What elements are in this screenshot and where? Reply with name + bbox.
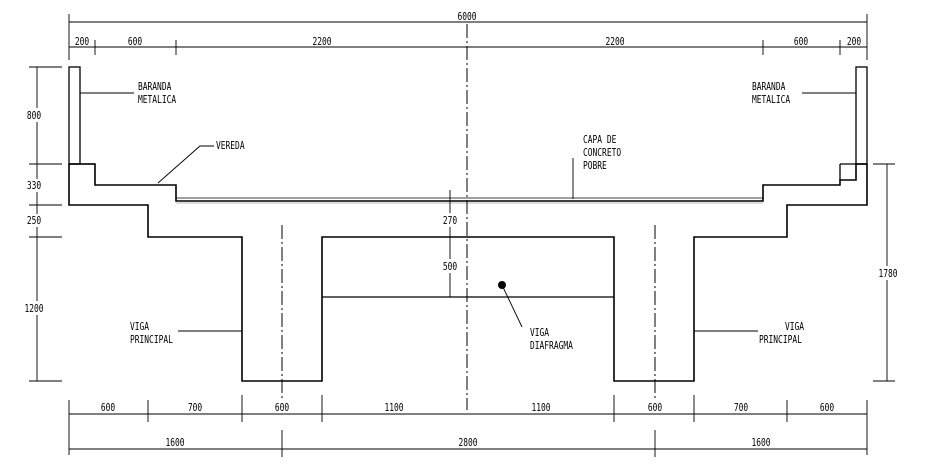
dim-inner-slab: 270 bbox=[443, 215, 457, 228]
label-capa-1: CAPA DE bbox=[583, 134, 617, 147]
leader-vereda bbox=[157, 145, 214, 184]
dim-top-3: 2200 bbox=[313, 36, 332, 49]
left-dimensions: 800 330 250 1200 bbox=[22, 66, 62, 382]
right-dimensions: 1780 bbox=[873, 163, 902, 382]
deck-and-beams-outline bbox=[68, 163, 868, 382]
label-diafragma-1: VIGA bbox=[530, 327, 549, 340]
dim-top-2: 600 bbox=[128, 36, 142, 49]
dim-left-slab: 250 bbox=[27, 215, 41, 228]
inner-dimensions: 270 500 bbox=[437, 190, 463, 298]
label-bg bbox=[874, 266, 902, 280]
label-bg bbox=[24, 214, 46, 227]
dim-top-5: 600 bbox=[794, 36, 808, 49]
label-bg bbox=[437, 213, 463, 227]
label-capa-3: POBRE bbox=[583, 160, 607, 173]
dim-right-total-height: 1780 bbox=[879, 268, 898, 281]
dim-inner-diaphragm: 500 bbox=[443, 261, 457, 274]
label-baranda-right-2: METALICA bbox=[752, 94, 790, 107]
label-bg bbox=[437, 259, 463, 273]
railing-right bbox=[855, 66, 868, 165]
section-outline bbox=[68, 66, 868, 382]
label-bg bbox=[24, 179, 46, 192]
dim-bottom2-3: 1600 bbox=[752, 437, 771, 450]
dim-bottom-2: 700 bbox=[188, 402, 202, 415]
label-bg bbox=[24, 108, 46, 122]
label-diafragma-2: DIAFRAGMA bbox=[530, 340, 573, 353]
label-viga-left-2: PRINCIPAL bbox=[130, 334, 173, 347]
dim-bottom-4: 1100 bbox=[385, 402, 404, 415]
dim-left-railing-height: 800 bbox=[27, 110, 41, 123]
dim-bottom-6: 600 bbox=[648, 402, 662, 415]
label-viga-right-2: PRINCIPAL bbox=[759, 334, 802, 347]
dim-top-1: 200 bbox=[75, 36, 89, 49]
label-viga-left-1: VIGA bbox=[130, 321, 149, 334]
dim-left-sidewalk: 330 bbox=[27, 180, 41, 193]
label-baranda-right-1: BARANDA bbox=[752, 81, 786, 94]
center-lines bbox=[281, 24, 656, 410]
label-viga-right-1: VIGA bbox=[785, 321, 804, 334]
dim-bottom2-2: 2800 bbox=[459, 437, 478, 450]
label-bg bbox=[22, 301, 48, 315]
dim-bottom-7: 700 bbox=[734, 402, 748, 415]
label-capa-2: CONCRETO bbox=[583, 147, 621, 160]
label-baranda-left-1: BARANDA bbox=[138, 81, 172, 94]
label-vereda: VEREDA bbox=[216, 140, 245, 153]
railing-left bbox=[68, 66, 81, 165]
dim-bottom-8: 600 bbox=[820, 402, 834, 415]
dim-top-6: 200 bbox=[847, 36, 861, 49]
dim-left-beam: 1200 bbox=[25, 303, 44, 316]
dim-overall-width: 6000 bbox=[458, 11, 477, 24]
bottom-dimensions-row1: 600 700 600 1100 1100 600 700 600 bbox=[68, 395, 868, 455]
top-dimensions: 6000 200 600 2200 2200 600 200 bbox=[68, 11, 868, 60]
label-baranda-left-2: METALICA bbox=[138, 94, 176, 107]
bottom-dimensions-row2: 1600 2800 1600 bbox=[69, 430, 867, 457]
annotations: BARANDA METALICA BARANDA METALICA VEREDA… bbox=[80, 81, 856, 353]
dim-bottom-3: 600 bbox=[275, 402, 289, 415]
dim-top-4: 2200 bbox=[606, 36, 625, 49]
dim-bottom2-1: 1600 bbox=[166, 437, 185, 450]
leader-diafragma bbox=[501, 284, 523, 328]
dim-bottom-1: 600 bbox=[101, 402, 115, 415]
dim-bottom-5: 1100 bbox=[532, 402, 551, 415]
